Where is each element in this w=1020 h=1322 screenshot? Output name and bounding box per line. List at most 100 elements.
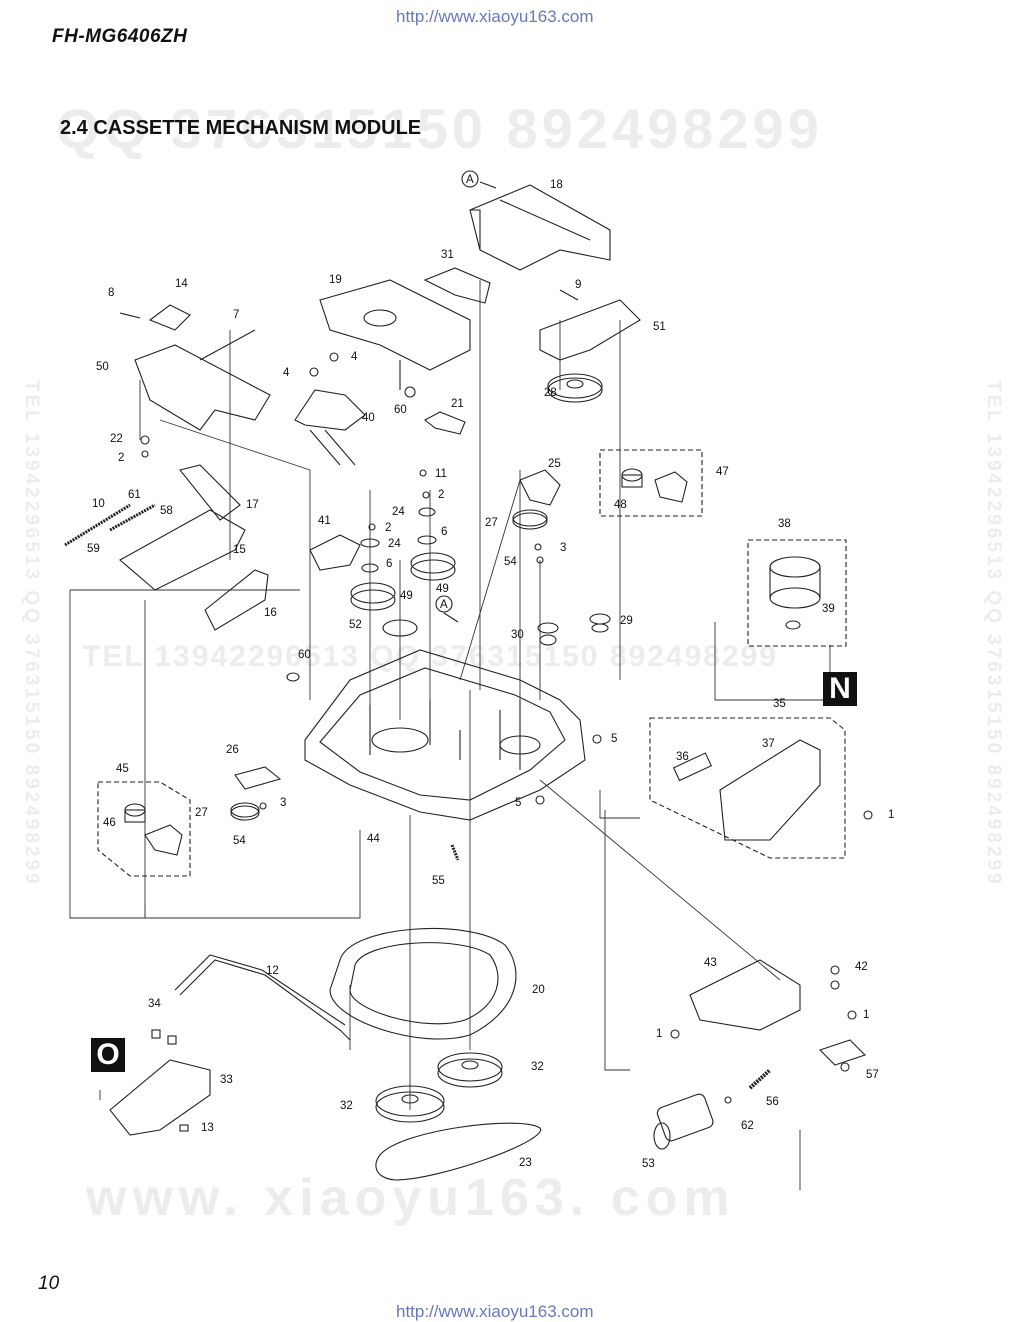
- part-label-2: 2: [438, 489, 444, 501]
- part-label-36: 36: [676, 751, 689, 763]
- callout-box-o: O: [91, 1038, 125, 1072]
- header-url: http://www.xiaoyu163.com: [396, 7, 594, 26]
- part-label-49: 49: [400, 590, 413, 602]
- part-23-belt: [375, 1122, 541, 1181]
- part-label-27: 27: [195, 807, 208, 819]
- part-18-bracket: [469, 184, 611, 271]
- part-label-62: 62: [741, 1120, 754, 1132]
- watermark-side-right: TEL 13942296513 QQ 376315150 892498299: [983, 380, 1004, 887]
- part-label-32: 32: [531, 1061, 544, 1073]
- reference-marker-a-middle: A: [435, 595, 459, 623]
- part-label-60: 60: [298, 649, 311, 661]
- part-label-38: 38: [778, 518, 791, 530]
- part-25-27-clutch: [512, 469, 561, 530]
- part-label-44: 44: [367, 833, 380, 845]
- part-label-5: 5: [611, 733, 617, 745]
- part-label-26: 26: [226, 744, 239, 756]
- part-label-35: 35: [773, 698, 786, 710]
- part-label-22: 22: [110, 433, 123, 445]
- part-label-61: 61: [128, 489, 141, 501]
- part-label-56: 56: [766, 1096, 779, 1108]
- subassembly-35-box: [649, 717, 846, 859]
- callout-box-n: N: [823, 672, 857, 706]
- part-38-motor: [769, 556, 821, 630]
- section-title: 2.4 CASSETTE MECHANISM MODULE: [60, 117, 422, 139]
- part-label-3: 3: [280, 797, 286, 809]
- part-26-27-clutch: [230, 766, 282, 821]
- part-50-plate: [119, 304, 271, 431]
- part-28-gear: [547, 373, 603, 403]
- part-label-24: 24: [392, 506, 405, 518]
- part-47-assembly: [621, 468, 688, 503]
- part-label-45: 45: [116, 763, 129, 775]
- svg-text:A: A: [466, 174, 474, 186]
- part-label-4: 4: [283, 367, 290, 379]
- subassembly-47-box: [599, 449, 703, 517]
- part-label-9: 9: [575, 279, 581, 291]
- part-label-23: 23: [519, 1157, 532, 1169]
- part-29-30-gears: [537, 613, 611, 646]
- part-label-53: 53: [642, 1158, 655, 1170]
- model-number: FH-MG6406ZH: [52, 26, 188, 47]
- part-label-2: 2: [118, 452, 124, 464]
- part-43-bracket: [689, 959, 801, 1031]
- subassembly-38-box: [747, 539, 847, 647]
- part-label-34: 34: [148, 998, 161, 1010]
- part-label-1: 1: [888, 809, 894, 821]
- part-12-flex-cable: [179, 959, 351, 1041]
- part-label-48: 48: [614, 499, 627, 511]
- part-label-51: 51: [653, 321, 666, 333]
- part-label-49: 49: [436, 583, 449, 595]
- part-49-reel-gears: [350, 507, 456, 637]
- part-19-bracket: [319, 279, 471, 390]
- part-label-1: 1: [863, 1009, 869, 1021]
- part-label-58: 58: [160, 505, 173, 517]
- part-label-12: 12: [266, 965, 279, 977]
- part-label-52: 52: [349, 619, 362, 631]
- part-label-33: 33: [220, 1074, 233, 1086]
- part-label-18: 18: [550, 179, 563, 191]
- part-15-16-17-levers: [64, 464, 269, 631]
- part-label-57: 57: [866, 1069, 879, 1081]
- part-label-10: 10: [92, 498, 105, 510]
- subassembly-45-box: [97, 781, 191, 877]
- part-label-19: 19: [329, 274, 342, 286]
- watermark-side-left: TEL 13942296513 QQ 376315150 892498299: [21, 380, 42, 887]
- part-41: [309, 534, 361, 571]
- part-55-spring: [450, 844, 460, 861]
- part-label-6: 6: [386, 558, 392, 570]
- part-label-46: 46: [103, 817, 116, 829]
- part-label-41: 41: [318, 515, 331, 527]
- part-label-4: 4: [351, 351, 358, 363]
- part-label-30: 30: [511, 629, 524, 641]
- small-hardware: [140, 352, 873, 1072]
- part-label-60: 60: [394, 404, 407, 416]
- part-label-54: 54: [233, 835, 246, 847]
- part-32-flywheels: [375, 1052, 503, 1123]
- part-label-54: 54: [504, 556, 517, 568]
- part-label-20: 20: [532, 984, 545, 996]
- part-label-47: 47: [716, 466, 729, 478]
- part-label-6: 6: [441, 526, 447, 538]
- part-label-13: 13: [201, 1122, 214, 1134]
- part-label-50: 50: [96, 361, 109, 373]
- part-label-40: 40: [362, 412, 375, 424]
- part-51-bracket: [539, 289, 641, 361]
- page-number: 10: [38, 1273, 60, 1294]
- part-31: [423, 267, 491, 304]
- part-37-pcb: [672, 739, 821, 841]
- part-label-17: 17: [246, 499, 259, 511]
- part-label-27: 27: [485, 517, 498, 529]
- part-label-29: 29: [620, 615, 633, 627]
- part-label-7: 7: [233, 309, 239, 321]
- part-label-2: 2: [385, 522, 391, 534]
- part-label-28: 28: [544, 387, 557, 399]
- watermark-middle: TEL 13942296513 QQ 376315150 892498299: [82, 640, 778, 673]
- part-46-motor-unit: [124, 803, 183, 856]
- part-label-31: 31: [441, 249, 454, 261]
- part-label-39: 39: [822, 603, 835, 615]
- part-40-head: [294, 389, 366, 466]
- part-label-21: 21: [451, 398, 464, 410]
